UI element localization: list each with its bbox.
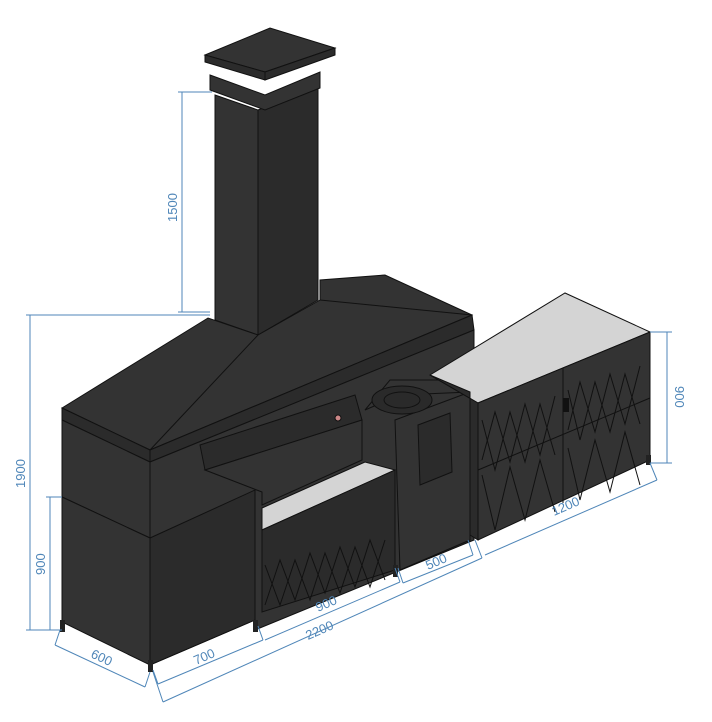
knob-icon [334, 414, 342, 422]
chimney [203, 27, 337, 336]
grill-section [60, 329, 475, 672]
dim-left-section-width: 700 [191, 645, 217, 667]
door-handle-icon [563, 398, 569, 412]
dim-left-cabinet-height: 900 [33, 553, 48, 575]
dim-right-cabinet-height: 900 [672, 386, 687, 408]
dimension-lines [26, 91, 672, 703]
right-cabinet [429, 292, 652, 541]
dim-chimney-height: 1500 [165, 193, 180, 222]
stove-burner-icon [371, 385, 433, 415]
dim-total-height: 1900 [13, 459, 28, 488]
dim-depth: 600 [89, 646, 115, 669]
